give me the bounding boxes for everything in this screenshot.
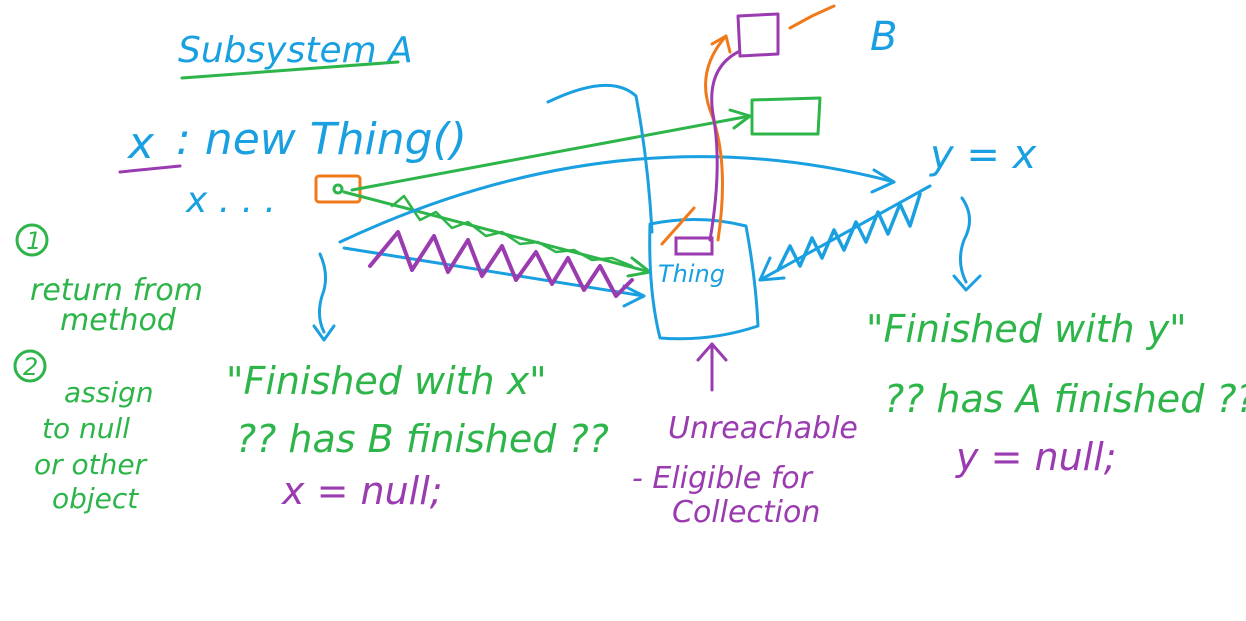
- orange-tick-thing: [660, 206, 696, 246]
- note1-text-line1: return from: [30, 273, 203, 308]
- green-arrow-to-b: [350, 114, 752, 192]
- y-null-statement: y = null;: [955, 435, 1117, 479]
- green-ref-box-b: [750, 96, 822, 136]
- note1-text-line2: method: [60, 303, 177, 338]
- note2-text-line4: object: [52, 482, 139, 515]
- blue-arrowhead-y-thing: [758, 256, 786, 282]
- blue-arrow-y-to-thing: [758, 184, 932, 282]
- note2-circle: [13, 349, 47, 383]
- blue-arrowhead-y: [870, 168, 896, 194]
- thing-object-label: Thing: [658, 260, 725, 288]
- green-squiggle: [390, 194, 634, 268]
- orange-arrowhead-b: [710, 34, 732, 54]
- brace-x: [317, 252, 327, 334]
- unreachable-label: Unreachable: [668, 411, 858, 446]
- purple-zigzag-x: [368, 230, 634, 298]
- x-declaration-underline: [118, 164, 182, 174]
- subsystem-a-underline: [180, 60, 400, 80]
- note2-text-line1: assign: [64, 376, 154, 409]
- note1-number: 1: [26, 227, 41, 255]
- blue-zigzag-y: [776, 192, 922, 272]
- x-declaration-rest: : new Thing(): [176, 114, 467, 165]
- note2-text-line3: or other: [34, 448, 148, 481]
- brace-y: [959, 196, 971, 284]
- x-null-statement: x = null;: [281, 469, 443, 513]
- eligible-line1: - Eligible for: [632, 461, 814, 496]
- subsystem-b-title: B: [870, 14, 897, 60]
- note1-circle: [15, 223, 49, 257]
- x-declaration-var: x: [126, 118, 155, 169]
- note2-text-line2: to null: [42, 412, 130, 445]
- thing-object-box: [648, 218, 760, 341]
- purple-ref-to-b: [708, 50, 740, 242]
- finished-with-y: "Finished with y": [866, 307, 1187, 351]
- blue-arc-to-y: [338, 155, 896, 244]
- note2-number: 2: [23, 353, 38, 381]
- brace-y-arrowhead: [952, 274, 982, 292]
- blue-arrow-x-to-thing: [342, 246, 646, 298]
- brace-x-arrowhead: [312, 324, 336, 342]
- blue-arc-new-thing: [546, 83, 654, 234]
- blue-arrowhead-thing: [622, 284, 646, 308]
- purple-ref-box-b: [736, 12, 780, 58]
- orange-ref-to-b: [704, 34, 728, 242]
- orange-tick-b: [788, 4, 836, 30]
- x-reference-label: x . . .: [185, 180, 276, 221]
- question-has-b-finished: ?? has B finished ??: [236, 417, 609, 461]
- finished-with-x: "Finished with x": [226, 359, 547, 403]
- thing-purple-field: [674, 236, 714, 256]
- question-has-a-finished: ?? has A finished ??: [884, 377, 1246, 421]
- x-reference-dot: [332, 183, 344, 195]
- y-assignment-label: y = x: [929, 132, 1037, 178]
- eligible-line2: Collection: [672, 495, 820, 530]
- unreachable-arrowhead: [696, 342, 728, 362]
- green-arrowhead-b: [728, 108, 752, 130]
